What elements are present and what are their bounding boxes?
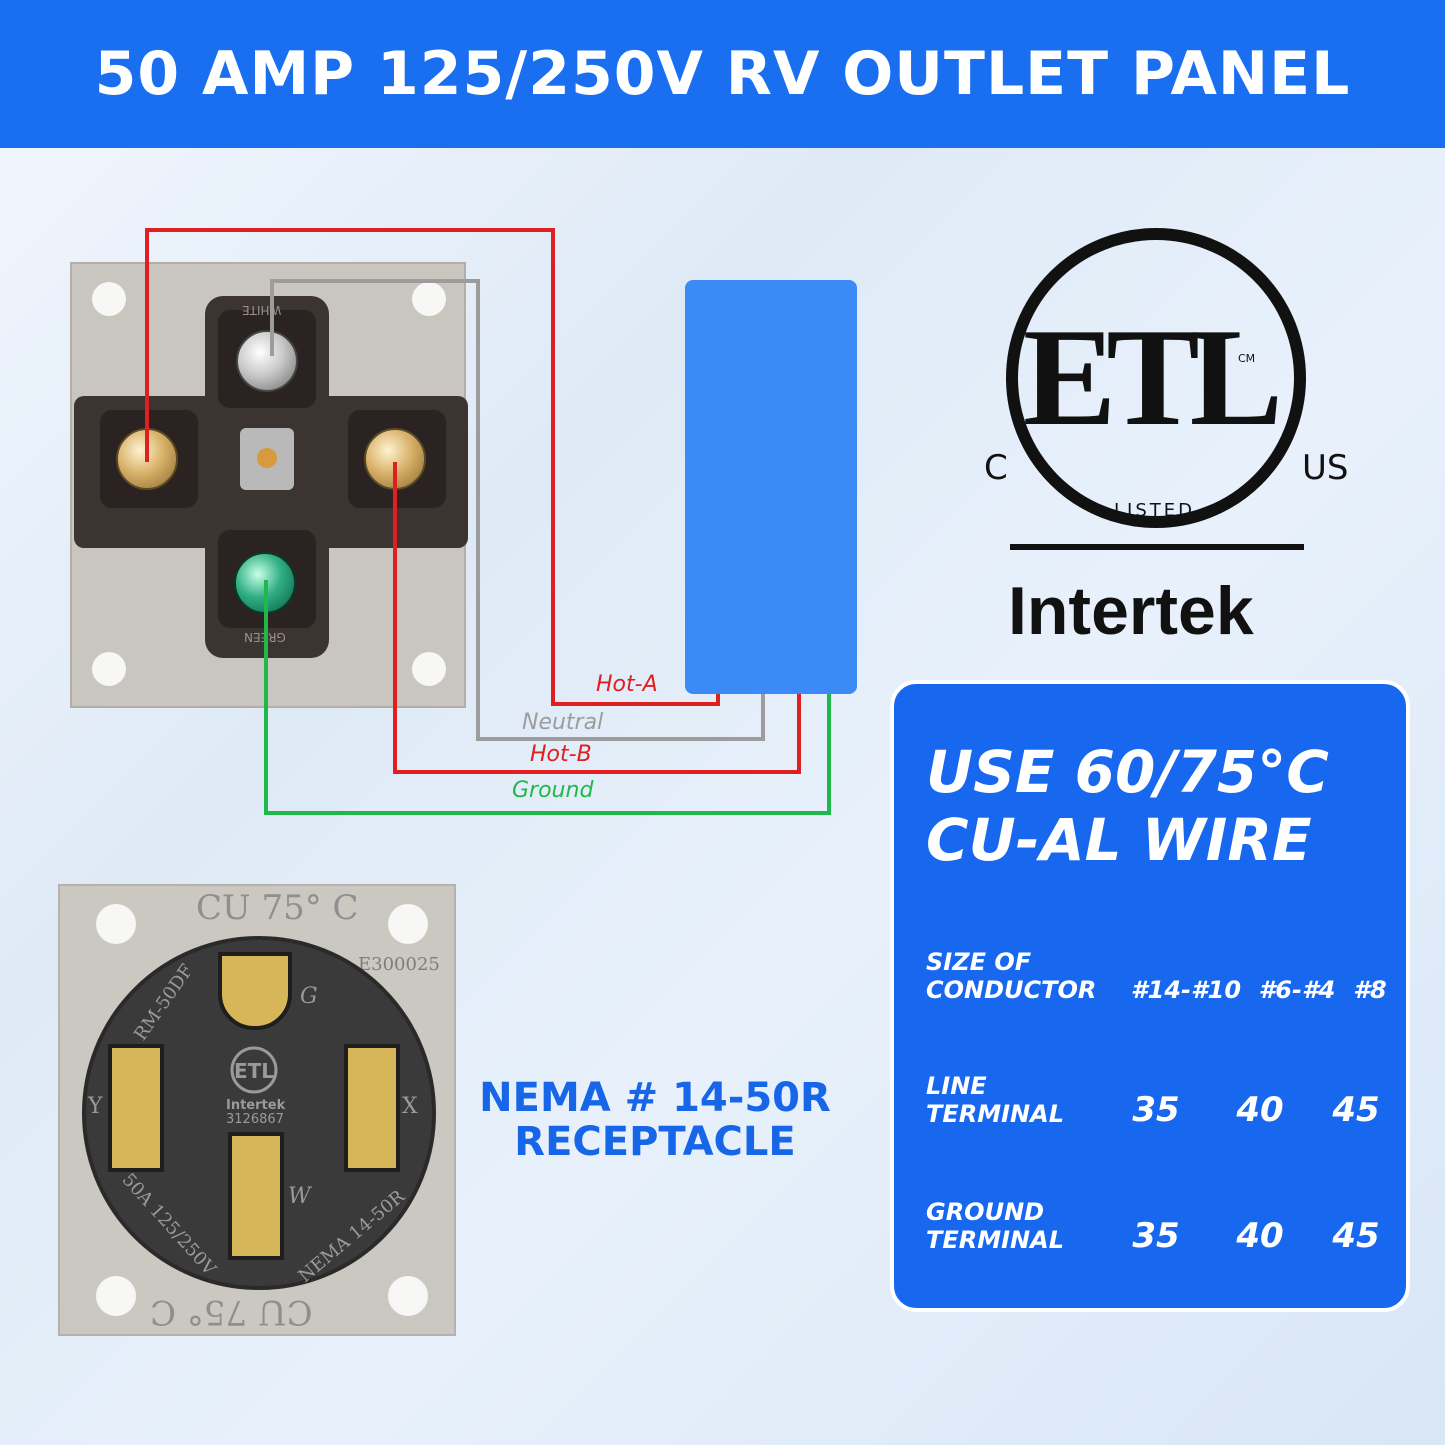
hot-b-label: Hot-B — [530, 742, 592, 767]
svg-text:ETL: ETL — [1023, 300, 1278, 455]
spec-size-label-line1: SIZE OF — [926, 948, 1032, 976]
mounting-hole — [412, 282, 446, 316]
mounting-hole — [92, 282, 126, 316]
spec-line-label: LINE TERMINAL — [926, 1072, 1126, 1128]
spec-line-label-line2: TERMINAL — [926, 1100, 1065, 1128]
hot-a-screw-icon — [116, 428, 178, 490]
terminal-marking-green: GREEN — [244, 630, 286, 644]
front-top-marking: CU 75° C — [196, 888, 359, 928]
spec-heading: USE 60/75°C CU-AL WIRE — [926, 738, 1396, 874]
etl-cm-mark: CM — [1238, 352, 1256, 365]
title-banner: 50 AMP 125/250V RV OUTLET PANEL — [0, 0, 1445, 148]
spec-ground-label: GROUND TERMINAL — [926, 1198, 1126, 1254]
spec-size-col1: #14-#10 — [1130, 976, 1242, 1004]
slot-g-label: G — [300, 984, 318, 1009]
front-center-number: 3126867 — [226, 1112, 284, 1127]
hot-a-label: Hot-A — [596, 672, 658, 697]
spec-line-label-line1: LINE — [926, 1072, 987, 1100]
mounting-hole — [388, 904, 428, 944]
svg-text:ETL: ETL — [234, 1059, 274, 1083]
spec-ground-col3: 45 — [1332, 1216, 1380, 1256]
x-slot — [344, 1044, 400, 1172]
spec-size-label: SIZE OF CONDUCTOR — [926, 948, 1126, 1004]
front-center-intertek: Intertek — [226, 1098, 286, 1113]
slot-y-label: Y — [88, 1094, 103, 1119]
hot-b-screw-icon — [364, 428, 426, 490]
spec-size-col3: #8 — [1353, 976, 1387, 1004]
etl-us-mark: US — [1302, 448, 1349, 488]
spec-size-col2: #6-#4 — [1258, 976, 1336, 1004]
receptacle-label-line1: NEMA # 14-50R — [479, 1075, 831, 1121]
ground-screw-icon — [234, 552, 296, 614]
intertek-wordmark: Intertek — [1008, 573, 1254, 649]
spec-line-col2: 40 — [1236, 1090, 1284, 1130]
front-bottom-marking: CU 75° C — [150, 1292, 313, 1332]
neutral-screw-icon — [236, 330, 298, 392]
neutral-label: Neutral — [522, 710, 604, 735]
mounting-hole — [412, 652, 446, 686]
etl-listed-text: LISTED — [1114, 500, 1195, 521]
breaker-box — [685, 280, 857, 694]
etl-small-logo-icon: ETL — [230, 1046, 278, 1094]
spec-ground-col2: 40 — [1236, 1216, 1284, 1256]
spec-line-col3: 45 — [1332, 1090, 1380, 1130]
ground-label: Ground — [512, 778, 594, 803]
spec-line-col1: 35 — [1132, 1090, 1180, 1130]
slot-w-label: W — [288, 1184, 311, 1209]
etl-c-mark: C — [984, 448, 1008, 488]
mounting-hole — [388, 1276, 428, 1316]
w-slot — [228, 1132, 284, 1260]
mounting-hole — [96, 904, 136, 944]
spec-heading-line2: CU-AL WIRE — [926, 806, 1312, 874]
spec-ground-label-line2: TERMINAL — [926, 1226, 1065, 1254]
page-title: 50 AMP 125/250V RV OUTLET PANEL — [94, 39, 1351, 109]
etl-divider — [1010, 544, 1304, 550]
receptacle-label: NEMA # 14-50R RECEPTACLE — [470, 1076, 840, 1164]
ground-slot — [218, 952, 292, 1030]
spec-heading-line1: USE 60/75°C — [926, 738, 1329, 806]
center-pin-contact — [257, 448, 277, 468]
slot-x-label: X — [402, 1094, 418, 1119]
receptacle-label-line2: RECEPTACLE — [514, 1119, 796, 1165]
center-pin — [240, 428, 294, 490]
mounting-hole — [96, 1276, 136, 1316]
spec-size-label-line2: CONDUCTOR — [926, 976, 1097, 1004]
etl-listed-logo-icon: ETL — [1006, 228, 1306, 528]
y-slot — [108, 1044, 164, 1172]
spec-ground-col1: 35 — [1132, 1216, 1180, 1256]
front-code: E300025 — [358, 954, 440, 975]
spec-ground-label-line1: GROUND — [926, 1198, 1045, 1226]
mounting-hole — [92, 652, 126, 686]
wire-spec-panel: USE 60/75°C CU-AL WIRE SIZE OF CONDUCTOR… — [890, 680, 1410, 1312]
terminal-marking-white: WHITE — [242, 303, 282, 317]
